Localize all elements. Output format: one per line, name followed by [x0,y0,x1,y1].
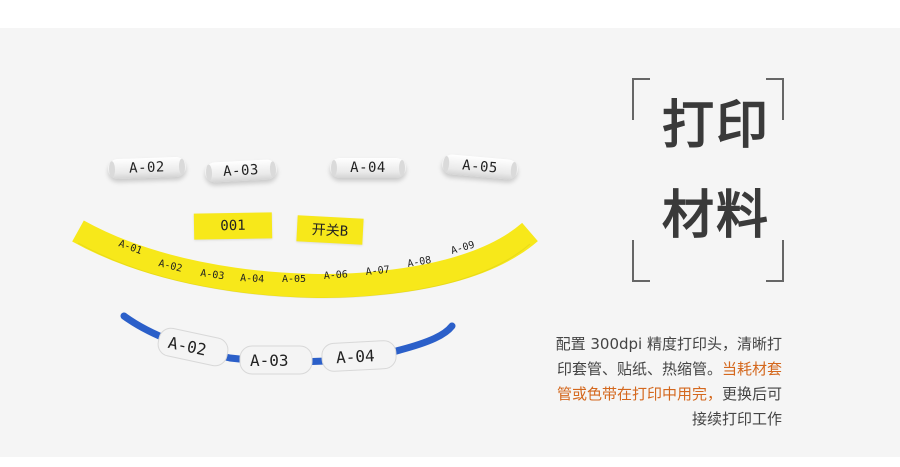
strip-label: A-05 [282,274,306,285]
desc-text-4: 接续打印工作 [691,410,782,428]
title-line-2: 材料 [662,186,771,246]
strip-label: A-07 [365,265,390,278]
sleeve-a04: A-04 [330,158,406,178]
desc-accent-3: 管或色带在打印中用完， [556,385,722,403]
bracket-bottom-right [766,240,784,282]
wire-label-a03: A-03 [250,351,289,370]
wire-sleeve-a02: A-02 [157,327,229,367]
wire-sleeve-a03: A-03 [239,345,313,375]
desc-text-1: 配置 300dpi 精度打印头，清晰打 [555,335,782,353]
strip-label: A-03 [200,268,225,282]
yellow-strip [72,220,538,298]
desc-text-2: 印套管、贴纸、热缩管。 [556,360,722,378]
desc-text-3: 更换后可 [721,385,782,403]
desc-accent-2: 当耗材套 [721,360,782,378]
description-line-3: 管或色带在打印中用完，更换后可 [557,382,782,407]
description-line-2: 印套管、贴纸、热缩管。当耗材套 [557,357,782,382]
strip-label: A-08 [407,255,433,270]
bottom-band [0,457,900,467]
wire-label-a04: A-04 [336,346,375,367]
top-band [0,0,900,28]
bracket-top-left [632,78,650,120]
strip-label: A-06 [323,269,348,282]
description-line-1: 配置 300dpi 精度打印头，清晰打 [556,332,782,357]
strip-label: A-04 [240,273,265,285]
title-line-1: 打印 [662,96,771,156]
bracket-bottom-left [632,240,650,282]
wire-sleeve-a04: A-04 [321,340,397,372]
description-line-4: 接续打印工作 [692,407,782,432]
bracket-top-right [766,78,784,120]
